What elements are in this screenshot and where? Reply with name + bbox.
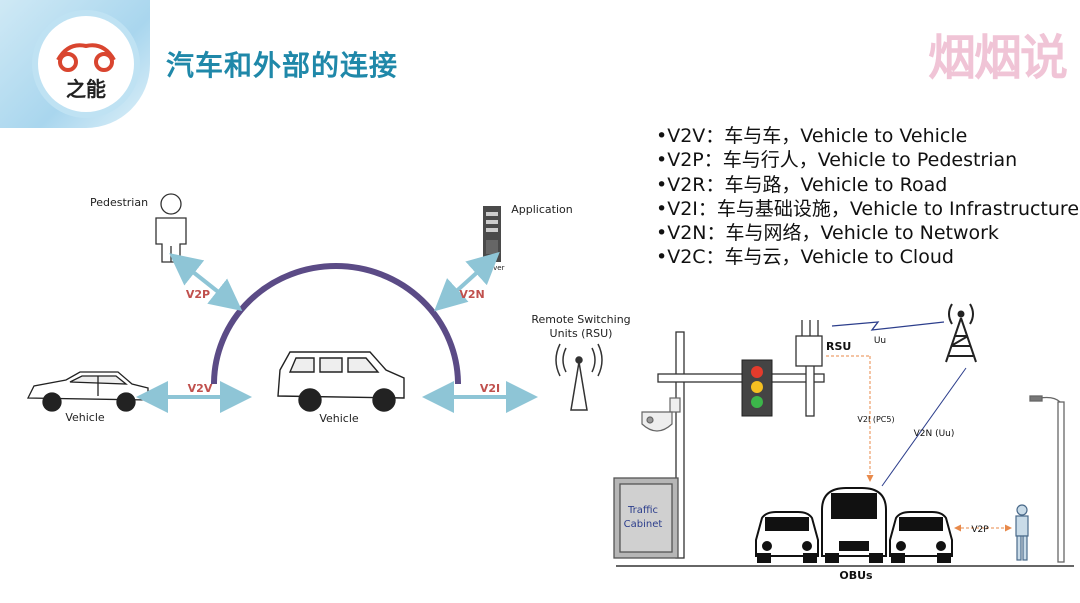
list-item: •V2P：车与行人，Vehicle to Pedestrian (656, 149, 1018, 172)
rsu-label-line1: Remote Switching (531, 313, 630, 326)
pedestrian-icon (155, 193, 187, 263)
list-item: •V2C：车与云，Vehicle to Cloud (656, 246, 954, 269)
v2p-arrow (169, 253, 243, 311)
list-item: •V2I：车与基础设施，Vehicle to Infrastructure (656, 197, 1080, 220)
list-item: •V2V：车与车，Vehicle to Vehicle (656, 125, 968, 147)
v2x-arc (211, 263, 461, 385)
v2i-pc5-label: V2I (PC5) (857, 415, 894, 424)
vehicle-center-label: Vehicle (319, 412, 359, 425)
list-item: •V2N：车与网络，Vehicle to Network (656, 222, 999, 245)
suv-icon (277, 351, 405, 412)
list-item: •V2R：车与路，Vehicle to Road (656, 173, 948, 196)
uu-link (831, 321, 945, 331)
v2n-uu-link (881, 367, 967, 487)
camera-icon (641, 397, 681, 432)
sedan-icon (26, 371, 149, 412)
rsu-label: RSU (826, 340, 851, 353)
obus-label: OBUs (839, 569, 873, 582)
v2n-uu-label: V2N (Uu) (914, 429, 955, 439)
truck-front-icon (821, 487, 887, 563)
street-lamp-icon (1029, 395, 1065, 563)
page-title: 汽车和外部的连接 (166, 49, 399, 82)
traffic-light-icon (741, 359, 773, 417)
server-label: Server (482, 264, 505, 272)
antenna-tower-icon (555, 343, 603, 411)
logo-text: 之能 (66, 77, 106, 101)
rsu-device-icon (795, 320, 823, 367)
server-icon (483, 206, 501, 262)
car-front-icon (755, 511, 819, 563)
rsu-label-line2: Units (RSU) (550, 327, 613, 340)
cell-tower-icon (945, 303, 977, 363)
v2i-label: V2I (480, 382, 500, 395)
uu-label: Uu (874, 336, 886, 346)
traffic-cabinet-icon (613, 477, 679, 559)
v2p-label: V2P (186, 288, 210, 301)
v2n-arrow (434, 251, 500, 312)
v2v-label: V2V (188, 382, 213, 395)
pedestrian-figure-icon (1015, 504, 1029, 561)
v2p-right-label: V2P (971, 525, 989, 535)
logo: 之能 (38, 16, 134, 112)
car-logo-icon: 之能 (56, 43, 116, 101)
traffic-cabinet-label-line2: Cabinet (624, 519, 663, 530)
brand-watermark: 烟烟说 (927, 30, 1068, 86)
traffic-cabinet-label-line1: Traffic (627, 505, 658, 516)
vehicle-left-label: Vehicle (65, 411, 105, 424)
pedestrian-label: Pedestrian (90, 196, 148, 209)
car-front-icon-2 (889, 511, 953, 563)
connection-type-list: •V2V：车与车，Vehicle to Vehicle •V2P：车与行人，Ve… (656, 124, 1079, 270)
application-label: Application (511, 203, 572, 216)
v2n-label: V2N (459, 288, 484, 301)
